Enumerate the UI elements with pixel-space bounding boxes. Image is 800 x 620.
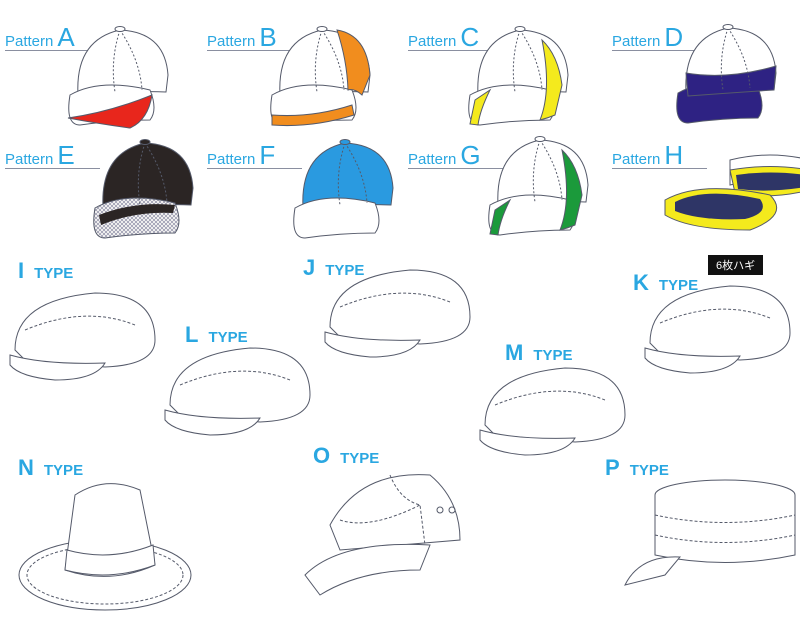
type-letter: L — [185, 322, 199, 347]
cap-illustration-g — [450, 130, 610, 250]
type-label-i: I TYPE — [18, 258, 73, 284]
cap-illustration-e — [55, 133, 215, 253]
type-letter: M — [505, 340, 524, 365]
type-letter: J — [303, 255, 316, 280]
type-word: TYPE — [340, 450, 380, 467]
pattern-word: Pattern — [5, 151, 54, 168]
cap-illustration-h — [660, 145, 800, 240]
hat-illustration-k — [640, 278, 800, 383]
pattern-word: Pattern — [612, 151, 661, 168]
type-label-l: L TYPE — [185, 322, 248, 348]
type-word: TYPE — [208, 329, 248, 346]
label-leader-line — [612, 50, 707, 51]
type-label-o: O TYPE — [313, 443, 379, 469]
type-letter: I — [18, 258, 25, 283]
type-letter: O — [313, 443, 331, 468]
hat-illustration-i — [5, 285, 165, 390]
type-word: TYPE — [43, 462, 84, 479]
type-word: TYPE — [658, 277, 699, 294]
pattern-word: Pattern — [408, 151, 457, 168]
type-letter: P — [605, 455, 620, 480]
hat-illustration-p — [620, 465, 800, 600]
pattern-letter: B — [259, 22, 277, 52]
type-word: TYPE — [629, 462, 669, 479]
type-letter: N — [18, 455, 34, 480]
type-label-j: J TYPE — [303, 255, 364, 281]
pattern-word: Pattern — [612, 33, 661, 50]
type-letter: K — [633, 270, 649, 295]
pattern-letter: E — [57, 140, 75, 170]
label-leader-line — [207, 168, 302, 169]
hat-illustration-o — [300, 460, 470, 605]
label-leader-line — [5, 168, 100, 169]
type-word: TYPE — [34, 265, 74, 282]
label-leader-line — [612, 168, 707, 169]
six-panel-badge: 6枚ハギ — [708, 255, 764, 275]
hat-illustration-n — [15, 470, 195, 620]
hat-illustration-l — [160, 340, 320, 445]
cap-illustration-b — [232, 20, 392, 140]
type-label-m: M TYPE — [505, 340, 573, 366]
cap-illustration-f — [255, 133, 415, 253]
pattern-letter: D — [664, 22, 684, 52]
label-leader-line — [408, 168, 503, 169]
label-leader-line — [5, 50, 100, 51]
pattern-letter: H — [664, 140, 684, 170]
type-word: TYPE — [533, 347, 573, 364]
cap-illustration-a — [30, 20, 190, 140]
pattern-letter: G — [460, 140, 481, 170]
hat-illustration-j — [320, 262, 480, 367]
pattern-letter: A — [57, 22, 75, 52]
type-label-p: P TYPE — [605, 455, 669, 481]
pattern-word: Pattern — [408, 33, 457, 50]
pattern-letter: C — [460, 22, 480, 52]
pattern-word: Pattern — [207, 33, 256, 50]
pattern-word: Pattern — [207, 151, 256, 168]
type-label-n: N TYPE — [18, 455, 83, 481]
label-leader-line — [207, 50, 302, 51]
hat-illustration-m — [475, 360, 635, 465]
cap-illustration-c — [430, 20, 590, 140]
pattern-word: Pattern — [5, 33, 54, 50]
pattern-letter: F — [259, 140, 276, 170]
label-leader-line — [408, 50, 503, 51]
type-word: TYPE — [325, 262, 365, 279]
cap-illustration-d — [638, 18, 798, 138]
type-label-k: K TYPE — [633, 270, 698, 296]
